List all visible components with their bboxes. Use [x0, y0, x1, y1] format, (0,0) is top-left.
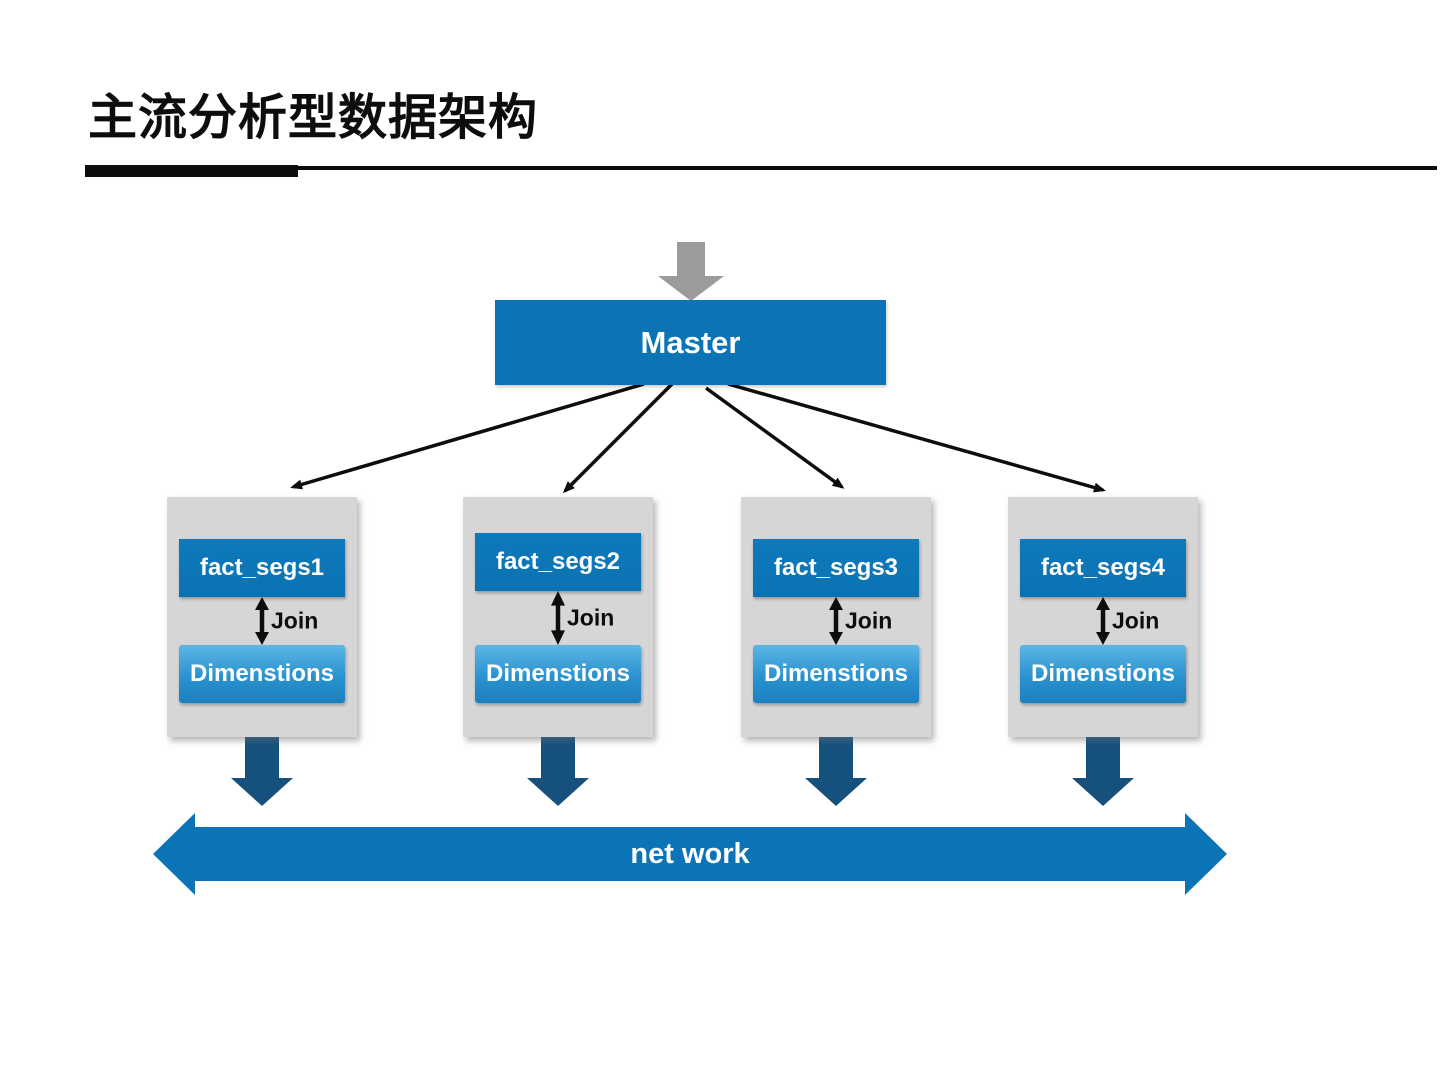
- title-divider-accent: [85, 165, 298, 177]
- node3-down-arrow-icon: [805, 737, 867, 806]
- fact-box: fact_segs4: [1020, 539, 1186, 597]
- input-down-arrow-icon: [658, 242, 724, 301]
- join-double-arrow-icon: [551, 591, 565, 645]
- node2-down-arrow-icon: [527, 737, 589, 806]
- node4-down-arrow-icon: [1072, 737, 1134, 806]
- master-to-node4-arrow-icon: [727, 382, 1106, 493]
- join-label: Join: [845, 607, 893, 634]
- dimensions-label: Dimenstions: [1030, 660, 1176, 687]
- join-double-arrow-icon: [829, 597, 843, 645]
- fact-label: fact_segs1: [199, 554, 325, 581]
- join-label: Join: [567, 604, 615, 631]
- fact-box: fact_segs1: [179, 539, 345, 597]
- join-connector: Join: [463, 591, 653, 645]
- fact-panel-3: fact_segs3 Join Dimenstions: [741, 497, 931, 737]
- dimensions-box: Dimenstions: [1020, 645, 1186, 703]
- join-connector: Join: [167, 597, 357, 645]
- fact-panel-4: fact_segs4 Join Dimenstions: [1008, 497, 1198, 737]
- fact-panel-2: fact_segs2 Join Dimenstions: [463, 497, 653, 737]
- join-double-arrow-icon: [255, 597, 269, 645]
- fact-label: fact_segs3: [773, 554, 899, 581]
- dimensions-label: Dimenstions: [485, 660, 631, 687]
- join-label: Join: [1112, 607, 1160, 634]
- master-to-node3-arrow-icon: [704, 386, 845, 489]
- dimensions-box: Dimenstions: [179, 645, 345, 703]
- dimensions-label: Dimenstions: [189, 660, 335, 687]
- join-connector: Join: [1008, 597, 1198, 645]
- fact-box: fact_segs2: [475, 533, 641, 591]
- join-label: Join: [271, 607, 319, 634]
- master-to-node2-arrow-icon: [562, 382, 674, 494]
- master-node: Master: [495, 300, 886, 385]
- fact-box: fact_segs3: [753, 539, 919, 597]
- dimensions-box: Dimenstions: [475, 645, 641, 703]
- page-title: 主流分析型数据架构: [88, 91, 539, 145]
- dimensions-box: Dimenstions: [753, 645, 919, 703]
- fact-panel-1: fact_segs1 Join Dimenstions: [167, 497, 357, 737]
- title-divider-line: [85, 166, 1437, 170]
- master-to-node1-arrow-icon: [290, 382, 645, 490]
- fact-label: fact_segs2: [495, 548, 621, 575]
- dimensions-label: Dimenstions: [763, 660, 909, 687]
- join-double-arrow-icon: [1096, 597, 1110, 645]
- master-label: Master: [640, 324, 741, 360]
- network-arrow: [153, 813, 1227, 895]
- network-label: net work: [630, 838, 750, 870]
- join-connector: Join: [741, 597, 931, 645]
- fact-label: fact_segs4: [1040, 554, 1166, 581]
- node1-down-arrow-icon: [231, 737, 293, 806]
